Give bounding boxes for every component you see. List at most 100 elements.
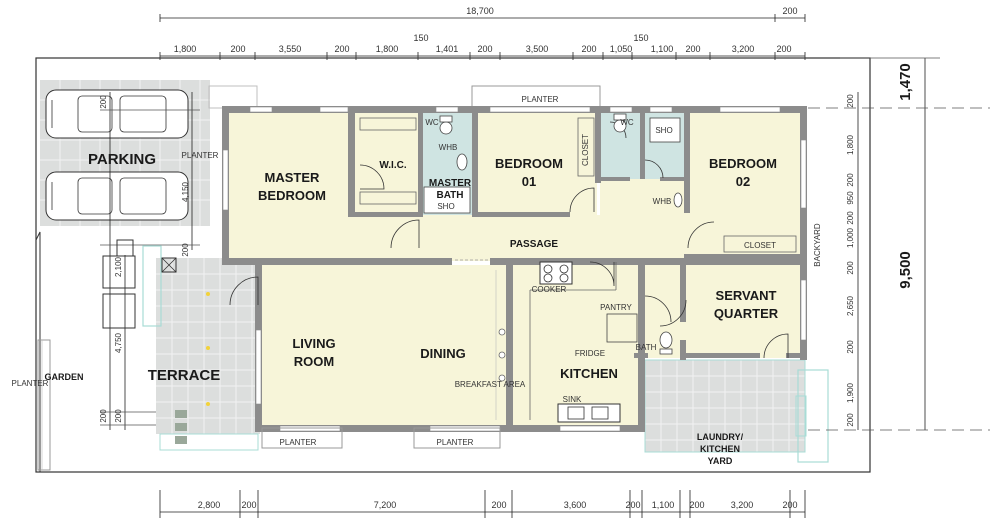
parking-label: PARKING <box>88 151 156 168</box>
room-fills <box>229 113 800 426</box>
dim-right-7: 2,650 <box>846 295 855 316</box>
whb-2-fill <box>600 179 688 215</box>
dim-top-mid-a: 150 <box>413 33 428 43</box>
breakfast-area-label: BREAKFAST AREA <box>455 380 526 389</box>
planter-top-label: PLANTER <box>522 95 559 104</box>
dim-left-0: 200 <box>99 95 108 109</box>
dim-left-4: 4,750 <box>114 332 123 353</box>
basin-icon <box>673 192 683 208</box>
living-room-label-1: LIVING <box>292 336 335 351</box>
fridge-icon <box>606 313 638 343</box>
dim-top-7: 3,500 <box>526 44 549 54</box>
parking-area: PARKING <box>40 80 210 226</box>
dim-top-total-end: 200 <box>782 6 797 16</box>
right-dimensions: 1,470 9,500 200 1,800 200 950 200 1,000 … <box>808 57 990 431</box>
top-planter-box <box>208 85 258 109</box>
dim-right-6: 200 <box>846 261 855 275</box>
bedroom-01-label-1: BEDROOM <box>495 156 563 171</box>
living-dining-fill <box>262 265 512 425</box>
dim-top-8: 200 <box>581 44 596 54</box>
dim-bottom-3: 200 <box>491 500 506 510</box>
dim-left-6: 200 <box>114 409 123 423</box>
dim-right-0: 200 <box>846 94 855 108</box>
dim-bottom-8: 3,200 <box>731 500 754 510</box>
dim-left-5: 200 <box>99 409 108 423</box>
car-icon <box>45 89 189 139</box>
master-bedroom-label-2: BEDROOM <box>258 188 326 203</box>
dim-top-5: 1,401 <box>436 44 459 54</box>
dim-top-13: 200 <box>776 44 791 54</box>
dim-left-3: 2,100 <box>114 256 123 277</box>
dim-right-outer-0: 1,470 <box>897 63 914 101</box>
cooker-icon <box>539 261 573 285</box>
planter-bottom-1-label: PLANTER <box>280 438 317 447</box>
bedroom-02-label-2: 02 <box>736 174 750 189</box>
dim-bottom-1: 200 <box>241 500 256 510</box>
closet-vertical-label: CLOSET <box>581 134 590 166</box>
wc-2-label: WC <box>620 118 634 127</box>
dining-label: DINING <box>420 346 466 361</box>
sho-1-label: SHO <box>437 202 454 211</box>
passage-label: PASSAGE <box>510 239 558 250</box>
dim-right-10: 200 <box>846 413 855 427</box>
dim-top-3: 200 <box>334 44 349 54</box>
pantry-label: PANTRY <box>600 303 632 312</box>
garden-label: GARDEN <box>44 372 83 382</box>
sink-label: SINK <box>563 395 582 404</box>
dim-bottom-6: 1,100 <box>652 500 675 510</box>
servant-quarter-label-2: QUARTER <box>714 306 779 321</box>
toilet-icon <box>659 331 673 349</box>
bath-label: BATH <box>636 343 657 352</box>
whb-1-label: WHB <box>439 143 458 152</box>
fridge-label: FRIDGE <box>575 349 605 358</box>
terrace-label: TERRACE <box>148 367 221 384</box>
dim-left-1: 4,150 <box>181 181 190 202</box>
bottom-dimensions: 2,800 200 7,200 200 3,600 200 1,100 200 … <box>159 490 806 518</box>
top-dimensions: 18,700 200 150 150 1,800 200 3,550 200 1… <box>159 6 806 60</box>
dim-right-3: 950 <box>846 191 855 205</box>
planter-right-label: PLANTER <box>12 379 49 388</box>
dim-right-8: 200 <box>846 340 855 354</box>
dim-top-1: 200 <box>230 44 245 54</box>
terrace-area: TERRACE <box>142 245 260 451</box>
servant-quarter-fill <box>686 262 800 358</box>
dim-top-mid-b: 150 <box>633 33 648 43</box>
site-boundary <box>35 57 871 473</box>
dim-bottom-0: 2,800 <box>198 500 221 510</box>
dim-top-2: 3,550 <box>279 44 302 54</box>
dim-top-0: 1,800 <box>174 44 197 54</box>
dim-bottom-9: 200 <box>782 500 797 510</box>
doors <box>229 121 789 359</box>
bedroom-02-label-1: BEDROOM <box>709 156 777 171</box>
sho-2-label: SHO <box>655 126 672 135</box>
master-bedroom-label-1: MASTER <box>265 170 321 185</box>
master-bath-label-1: MASTER <box>429 178 472 189</box>
dim-bottom-2: 7,200 <box>374 500 397 510</box>
wc-1-label: WC <box>425 118 439 127</box>
servant-quarter-label-1: SERVANT <box>716 288 777 303</box>
whb-2-label: WHB <box>653 197 672 206</box>
dim-top-9: 1,050 <box>610 44 633 54</box>
passage-fill <box>229 215 800 261</box>
kitchen-fill <box>512 262 642 426</box>
closet-horizontal-label: CLOSET <box>744 241 776 250</box>
dim-bottom-7: 200 <box>689 500 704 510</box>
dim-top-12: 3,200 <box>732 44 755 54</box>
dim-top-10: 1,100 <box>651 44 674 54</box>
backyard-label: BACKYARD <box>813 223 822 267</box>
dim-top-11: 200 <box>685 44 700 54</box>
dim-left-2: 200 <box>181 243 190 257</box>
planter-left-label: PLANTER <box>182 151 219 160</box>
dim-right-outer-1: 9,500 <box>897 251 914 289</box>
walls <box>222 106 807 449</box>
fixtures <box>359 113 797 423</box>
utility-boxes <box>102 239 136 329</box>
bedroom-01-label-2: 01 <box>522 174 536 189</box>
wic-label: W.I.C. <box>379 160 406 171</box>
basin-icon <box>456 153 468 171</box>
laundry-label-3: YARD <box>708 456 733 466</box>
dim-right-4: 200 <box>846 211 855 225</box>
dim-right-2: 200 <box>846 173 855 187</box>
dim-right-5: 1,000 <box>846 227 855 248</box>
